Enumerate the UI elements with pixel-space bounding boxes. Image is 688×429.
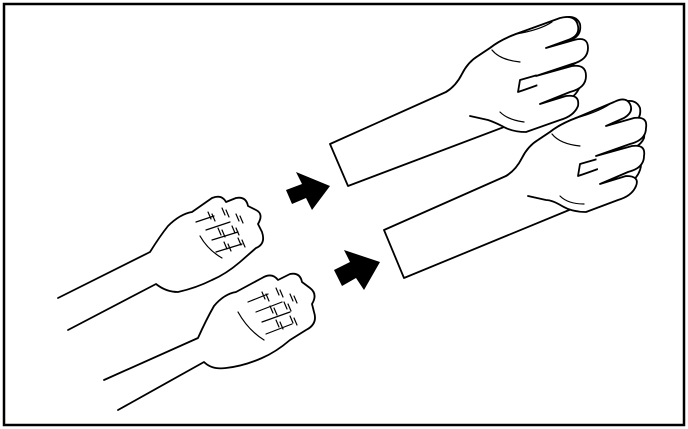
arrow-right-icon-upper xyxy=(286,172,330,210)
arrow-right-icon-lower xyxy=(334,250,380,290)
bare-hand-upper xyxy=(58,197,263,330)
